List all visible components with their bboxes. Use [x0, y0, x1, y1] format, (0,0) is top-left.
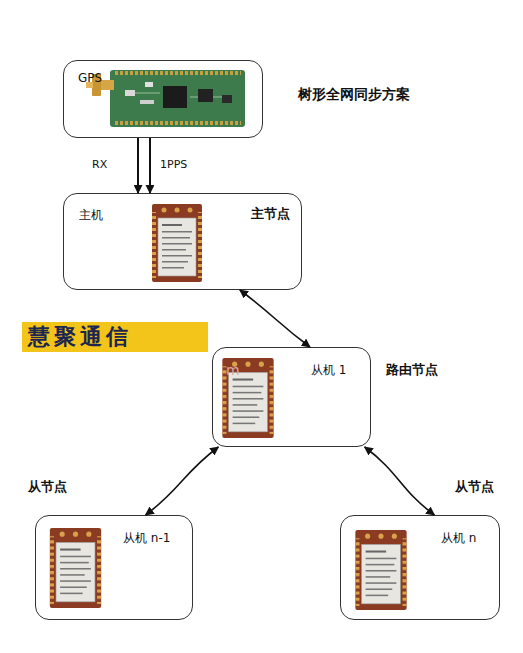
- node-role: 路由节点: [386, 362, 438, 378]
- node-role: 主节点: [251, 206, 290, 222]
- connector: [146, 447, 219, 515]
- watermark: m: [226, 362, 240, 378]
- node-box: 从节点从机 n: [340, 515, 500, 620]
- signal-label: RX: [92, 158, 107, 171]
- signal-label: 1PPS: [160, 158, 187, 171]
- node-role: 从节点: [455, 479, 494, 495]
- node-box: 从节点从机 n-1: [35, 515, 193, 620]
- watermark-banner: 慧聚通信: [22, 322, 208, 352]
- connector: [137, 138, 139, 193]
- node-box: GPS: [63, 60, 263, 138]
- node-label: 主机: [79, 208, 103, 222]
- node-label: 从机 n: [441, 531, 476, 545]
- node-role: 从节点: [28, 479, 67, 495]
- connector: [149, 138, 151, 193]
- connector: [365, 447, 435, 515]
- node-label: 从机 1: [311, 363, 346, 377]
- node-label: 从机 n-1: [123, 531, 170, 545]
- node-label: GPS: [78, 71, 102, 85]
- node-box: 主机 主节点: [63, 193, 302, 290]
- connector: [240, 290, 310, 347]
- diagram-title: 树形全网同步方案: [298, 86, 410, 104]
